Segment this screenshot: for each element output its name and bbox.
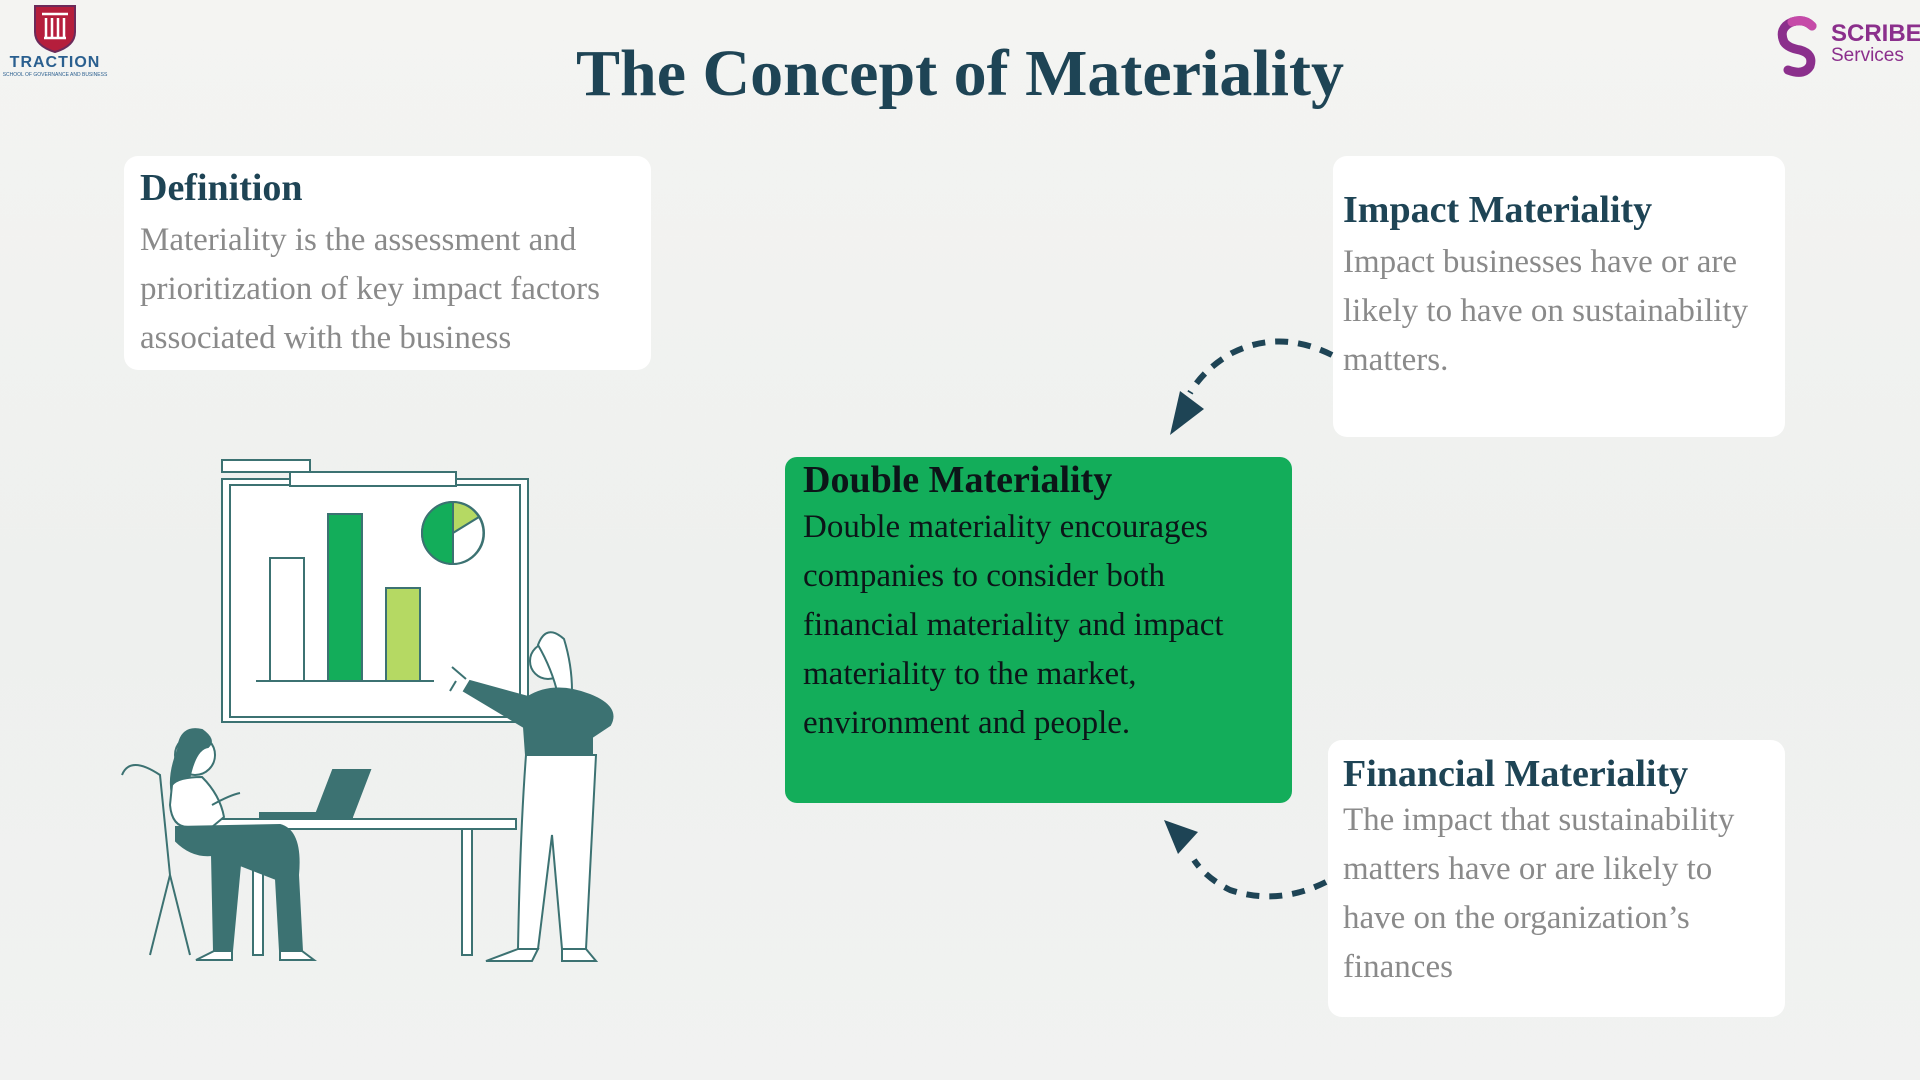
financial-heading: Financial Materiality — [1343, 753, 1689, 795]
definition-heading: Definition — [140, 167, 303, 209]
definition-body: Materiality is the assessment and priori… — [140, 221, 601, 356]
scribe-logo: SCRIBE Services — [1765, 12, 1920, 82]
definition-card: Definition Materiality is the assessment… — [124, 156, 651, 370]
traction-wordmark: TRACTION — [9, 54, 101, 71]
double-materiality-box: Double Materiality Double materiality en… — [785, 457, 1292, 803]
double-body: Double materiality encourages companies … — [803, 509, 1224, 741]
arrow-icon — [1164, 820, 1328, 900]
double-heading: Double Materiality — [803, 459, 1113, 501]
arrow-icon — [1170, 338, 1334, 435]
traction-crest-icon — [34, 5, 76, 54]
traction-logo: TRACTION SCHOOL OF GOVERNANCE AND BUSINE… — [0, 0, 115, 85]
scribe-wordmark: SCRIBE — [1831, 20, 1920, 47]
page-title: The Concept of Materiality — [576, 37, 1344, 110]
financial-materiality-card: Financial Materiality The impact that su… — [1328, 740, 1785, 1017]
financial-body: The impact that sustainability matters h… — [1343, 801, 1735, 985]
impact-materiality-card: Impact Materiality Impact businesses hav… — [1333, 156, 1785, 437]
impact-heading: Impact Materiality — [1343, 189, 1653, 231]
impact-body: Impact businesses have or are likely to … — [1343, 243, 1749, 378]
meeting-illustration-icon — [121, 459, 614, 962]
scribe-subtitle: Services — [1831, 45, 1904, 66]
scribe-s-icon — [1777, 16, 1817, 77]
traction-subtitle: SCHOOL OF GOVERNANCE AND BUSINESS — [2, 72, 108, 78]
